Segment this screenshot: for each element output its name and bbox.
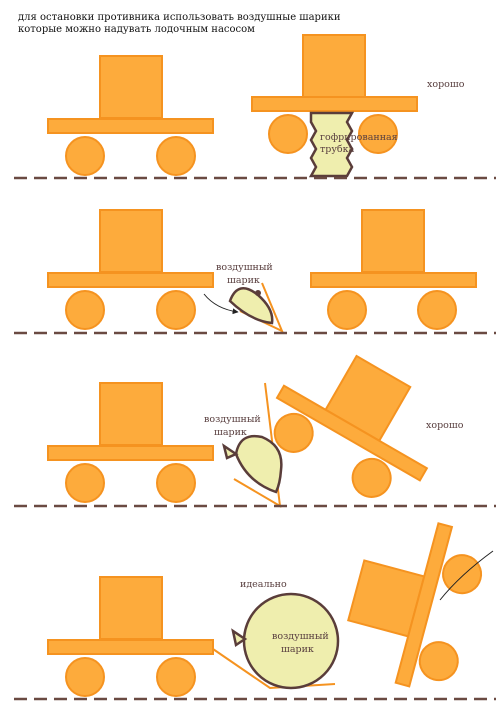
arrow-icon (203, 293, 239, 315)
inflating-balloon (222, 382, 283, 508)
cart-wheel (156, 657, 196, 697)
cart-platform (394, 522, 454, 688)
tube-label-line-1: гофрированная (320, 132, 398, 143)
balloon-ramp (212, 648, 336, 690)
cart-left (47, 576, 214, 697)
cart-cabin (361, 209, 425, 273)
panel-1: гофрированная трубка хорошо (14, 34, 496, 180)
cart-platform (47, 118, 214, 134)
cart-right (310, 209, 477, 330)
cart-wheel (327, 290, 367, 330)
balloon-valve (222, 443, 239, 460)
cart-platform (310, 272, 477, 288)
deflated-balloon (228, 282, 284, 334)
panel-1-right-label: хорошо (427, 79, 465, 90)
cart-platform (275, 384, 429, 482)
cart-wheel (156, 290, 196, 330)
balloon-valve (231, 628, 248, 648)
balloon-label-line-1: воздушный (216, 262, 273, 273)
cart-right-on-tube: гофрированная трубка (251, 34, 418, 178)
cart-wheel (358, 114, 398, 154)
cart-wheel (156, 136, 196, 176)
panel-2: воздушный шарик (14, 209, 496, 335)
cart-wheel (65, 136, 105, 176)
panel-4: воздушный шарик идеально (14, 522, 496, 701)
cart-left (47, 55, 214, 176)
balloon-label-line-1: воздушный (272, 631, 329, 642)
inflated-balloon (212, 592, 340, 690)
balloon-label-line-1: воздушный (204, 414, 261, 425)
balloon-label-line-2: шарик (281, 644, 314, 655)
cart-platform (47, 445, 214, 461)
corrugated-tube (308, 111, 355, 178)
cart-wheel (442, 554, 483, 595)
cart-cabin (99, 382, 163, 446)
cart-wheel (273, 412, 314, 453)
cart-left (47, 382, 214, 503)
cart-wheel (65, 290, 105, 330)
motion-line (439, 550, 494, 601)
panel-3: воздушный шарик хорошо (14, 354, 496, 508)
cart-left (47, 209, 214, 330)
cart-platform (47, 272, 214, 288)
cart-platform (251, 96, 418, 112)
header-line-1: для остановки противника использовать во… (18, 12, 341, 23)
cart-flipped (347, 522, 483, 688)
cart-cabin (99, 576, 163, 640)
header-line-2: которые можно надувать лодочным насосом (18, 24, 255, 35)
panel-4-top-label: идеально (240, 579, 287, 590)
balloon-label-line-2: шарик (227, 275, 260, 286)
cart-platform (47, 639, 214, 655)
balloon-inflating (234, 434, 283, 494)
cart-wheel (417, 290, 457, 330)
balloon-label-line-2: шарик (214, 427, 247, 438)
cart-wheel (156, 463, 196, 503)
balloon-valve (255, 290, 261, 296)
cart-wheel (268, 114, 308, 154)
cart-wheel (351, 457, 392, 498)
cart-cabin (302, 34, 366, 98)
tube-label-line-2: трубка (320, 144, 355, 155)
cart-wheel (65, 463, 105, 503)
cart-wheel (65, 657, 105, 697)
cart-cabin (99, 209, 163, 273)
cart-cabin (99, 55, 163, 119)
cart-wheel (418, 641, 459, 682)
balloon-deflated (228, 287, 274, 325)
cart-tipped (273, 354, 429, 498)
panel-3-right-label: хорошо (426, 420, 464, 431)
